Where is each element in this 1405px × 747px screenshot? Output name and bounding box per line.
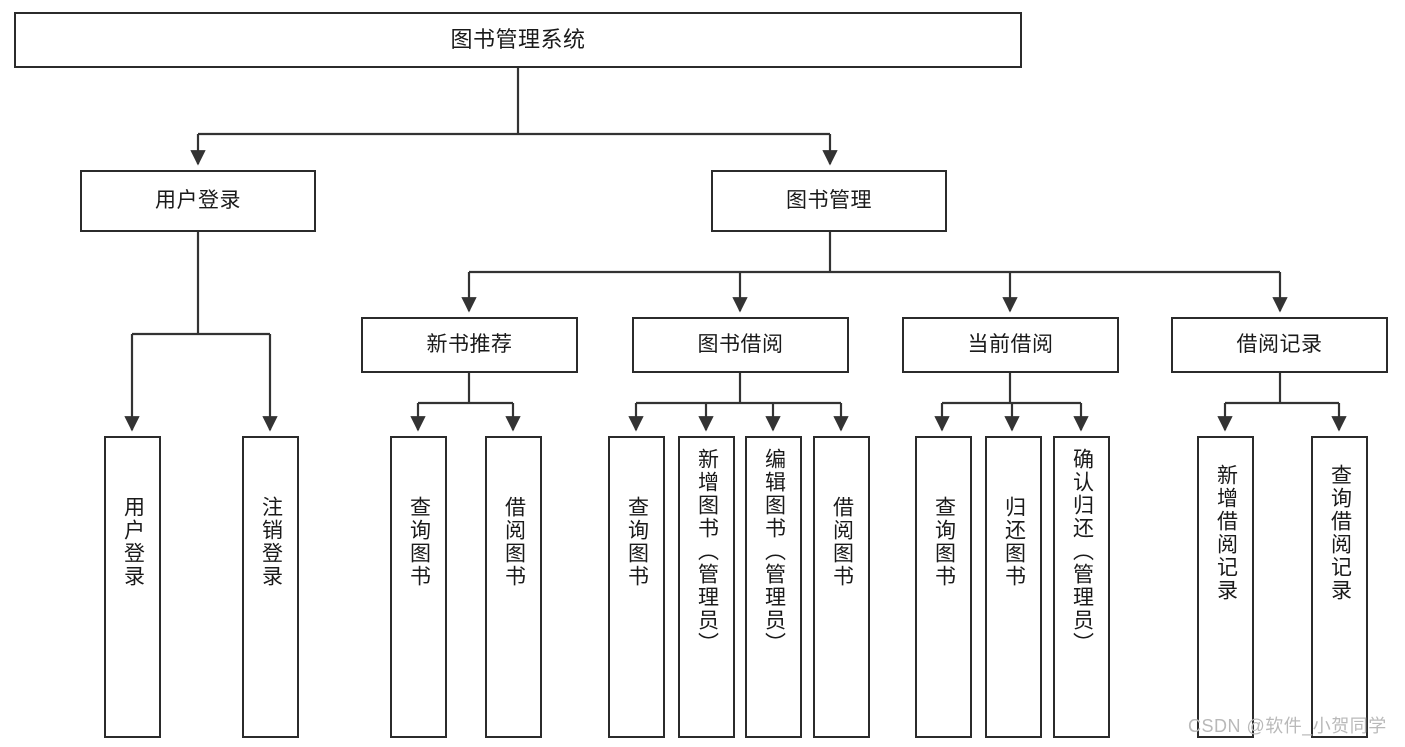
node-label: 归还图书: [1002, 496, 1026, 588]
node-label: 查询图书: [625, 496, 649, 588]
node-leaf-logout-login[interactable]: 注销登录: [242, 436, 299, 738]
node-leaf-add-borrow-record[interactable]: 新增借阅记录: [1197, 436, 1254, 738]
node-borrow-record[interactable]: 借阅记录: [1171, 317, 1388, 373]
node-leaf-edit-book-admin[interactable]: 编辑图书（管理员）: [745, 436, 802, 738]
node-label: 查询借阅记录: [1328, 464, 1352, 602]
node-label: 查询图书: [932, 496, 956, 588]
node-label: 借阅图书: [830, 496, 854, 588]
node-label: 图书管理: [786, 189, 872, 213]
node-user-login[interactable]: 用户登录: [80, 170, 316, 232]
node-leaf-add-book-admin[interactable]: 新增图书（管理员）: [678, 436, 735, 738]
node-label: 新增借阅记录: [1214, 464, 1238, 602]
node-leaf-return-book[interactable]: 归还图书: [985, 436, 1042, 738]
node-root-book-management-system[interactable]: 图书管理系统: [14, 12, 1022, 68]
node-label: 借阅图书: [502, 496, 526, 588]
node-label: 用户登录: [155, 189, 241, 213]
node-leaf-borrow-book[interactable]: 借阅图书: [813, 436, 870, 738]
node-label: 编辑图书（管理员）: [762, 448, 786, 655]
node-label: 新增图书（管理员）: [695, 448, 719, 655]
node-book-borrow[interactable]: 图书借阅: [632, 317, 849, 373]
node-book-manage[interactable]: 图书管理: [711, 170, 947, 232]
node-label: 确认归还（管理员）: [1070, 448, 1094, 655]
node-new-book-recommendation[interactable]: 新书推荐: [361, 317, 578, 373]
node-label: 图书管理系统: [450, 26, 586, 52]
node-label: 新书推荐: [426, 333, 513, 357]
node-label: 借阅记录: [1236, 333, 1323, 357]
node-label: 图书借阅: [697, 333, 784, 357]
node-leaf-user-login[interactable]: 用户登录: [104, 436, 161, 738]
watermark-text: CSDN @软件_小贺同学: [1188, 716, 1387, 736]
node-label: 注销登录: [259, 496, 283, 588]
node-leaf-borrow-book-recommend[interactable]: 借阅图书: [485, 436, 542, 738]
node-leaf-query-book-current[interactable]: 查询图书: [915, 436, 972, 738]
node-leaf-query-book-recommend[interactable]: 查询图书: [390, 436, 447, 738]
node-leaf-confirm-return-admin[interactable]: 确认归还（管理员）: [1053, 436, 1110, 738]
node-leaf-query-book-borrow[interactable]: 查询图书: [608, 436, 665, 738]
node-label: 查询图书: [407, 496, 431, 588]
node-current-borrow[interactable]: 当前借阅: [902, 317, 1119, 373]
node-label: 当前借阅: [967, 333, 1054, 357]
node-leaf-query-borrow-record[interactable]: 查询借阅记录: [1311, 436, 1368, 738]
node-label: 用户登录: [121, 496, 145, 588]
